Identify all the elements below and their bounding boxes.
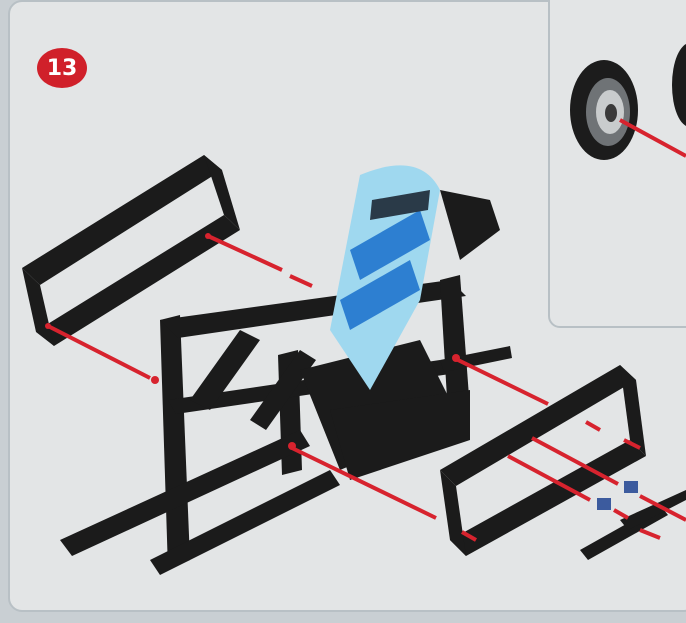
beam-frame-icon <box>440 365 646 556</box>
axle-pin-icon <box>580 490 686 560</box>
axle-pin-icon <box>624 481 638 493</box>
wheel-icon <box>570 60 638 160</box>
axle-pin-icon <box>597 498 611 510</box>
chassis-frame <box>60 275 512 575</box>
wheel-icon <box>672 43 686 127</box>
